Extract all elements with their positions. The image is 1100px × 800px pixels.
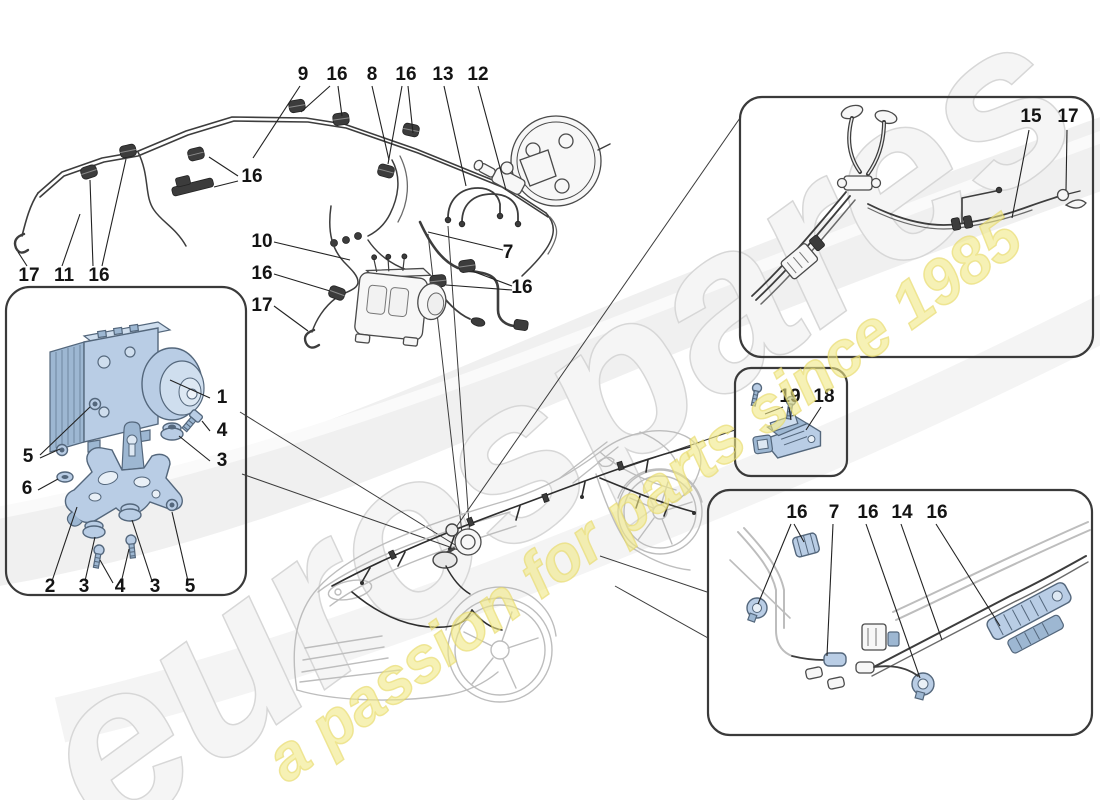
pipe-junction-fittings [330,232,415,273]
rear-grommet-left [746,597,768,623]
callout-10: 10 [251,231,272,252]
callout-labels: 9 16 8 16 13 12 17 11 16 16 10 16 17 7 1… [18,64,1078,597]
pipe-bracket [171,175,214,197]
callout-7: 7 [503,242,514,263]
callout-11: 11 [54,265,75,286]
callout-16-right: 16 [511,277,532,298]
callout-16-rear-c: 16 [926,502,947,523]
callout-17-left: 17 [18,265,39,286]
callout-3-bottom-a: 3 [79,576,90,597]
callout-4-right: 4 [217,420,228,441]
sensor-inset-box [733,366,849,478]
callout-16-left: 16 [88,265,109,286]
bolt-4 [181,409,204,433]
rear-grommet-right [911,672,935,701]
callout-7-rear: 7 [829,502,840,523]
pipe-clips [80,98,476,301]
callout-18: 18 [813,386,834,407]
callout-16-center: 16 [251,263,272,284]
grommet-3 [160,422,184,441]
callout-8: 8 [367,64,378,85]
main-brake-lines [13,98,558,349]
callout-16-mid: 16 [241,166,262,187]
car-brake-booster [432,523,482,595]
hook-17 [303,328,321,349]
callout-14: 14 [891,502,913,523]
callout-9: 9 [298,64,309,85]
rear-clip-16-top [792,532,820,558]
abs-inset-box [4,285,248,597]
callout-3-bottom-b: 3 [150,576,161,597]
brake-servo [473,115,611,207]
callout-12: 12 [467,64,488,85]
callout-5-bottom: 5 [185,576,196,597]
bracket-fasteners [55,397,179,569]
front-wheel [445,586,557,703]
sensor-bolt-a [750,382,763,407]
front-pipe-run [751,191,856,305]
rear-pipes [729,521,1091,677]
callout-17-topright: 17 [1057,106,1078,127]
rear-lines-inset-box [706,488,1094,737]
callout-15: 15 [1020,106,1042,127]
front-brake-hoses [836,104,898,191]
abs-ecu-module [354,253,447,347]
callout-4-bottom: 4 [115,576,126,597]
callout-16-top-b: 16 [395,64,416,85]
callout-13: 13 [432,64,453,85]
pipes-13-12 [444,187,522,228]
callout-2: 2 [45,576,56,597]
leader-lines [17,85,1068,679]
rear-sensor-cables [791,652,919,690]
master-cylinder [473,159,526,195]
callout-1: 1 [217,387,228,408]
car-illustration [293,430,703,703]
hose-clip-17 [1064,199,1087,209]
front-lines-inset-box [738,95,1095,359]
callout-3-right: 3 [217,450,228,471]
yaw-sensor [752,414,822,459]
rear-rail-bracket [986,582,1072,654]
rear-wheel [617,468,703,555]
pipe-10 [311,205,359,333]
car-harness [331,446,696,631]
callout-17-center: 17 [251,295,272,316]
pipe-7 [418,220,516,328]
pipe-end-hook [13,232,30,254]
rear-sensor-bracket [861,623,900,651]
callout-19: 19 [779,386,800,407]
callout-5-left: 5 [23,446,34,467]
abs-bracket [64,421,183,527]
callout-16-top-a: 16 [326,64,347,85]
rear-run-pipe [867,186,1087,231]
callout-6: 6 [22,478,33,499]
abs-hydraulic-unit [49,321,205,453]
callout-16-rear-a: 16 [786,502,807,523]
callout-16-rear-b: 16 [857,502,878,523]
